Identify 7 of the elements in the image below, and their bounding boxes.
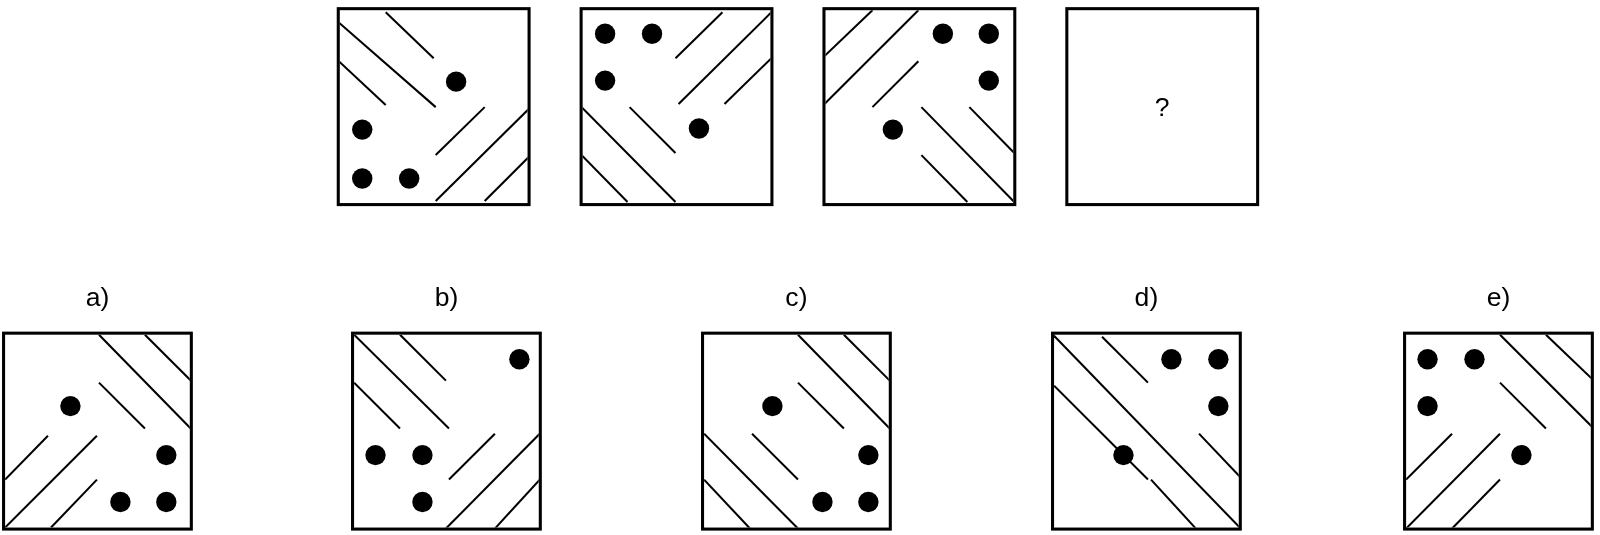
option-label: d) [1134, 283, 1159, 311]
option-label: a) [85, 283, 110, 311]
question-mark: ? [1154, 93, 1170, 120]
option-label: b) [434, 283, 459, 311]
puzzle-panel [1065, 7, 1260, 207]
option-label: c) [785, 283, 808, 311]
option-label: e) [1486, 283, 1511, 311]
